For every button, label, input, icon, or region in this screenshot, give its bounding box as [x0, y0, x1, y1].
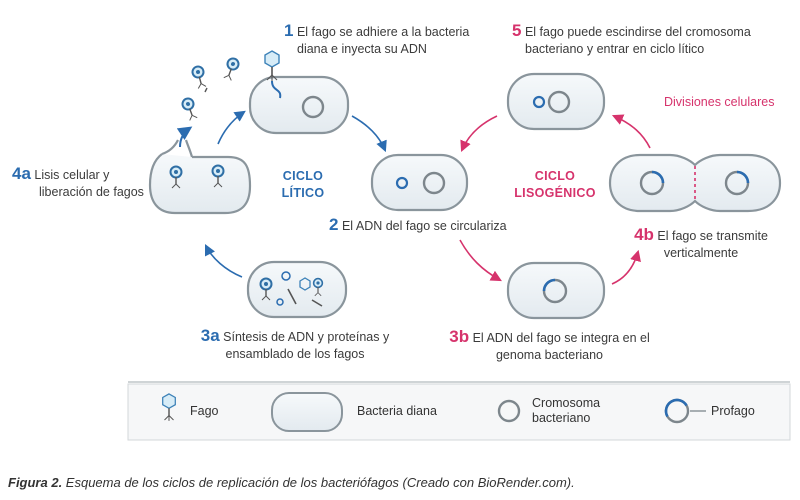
step3a-label: 3a Síntesis de ADN y proteínas y ensambl… — [200, 326, 390, 361]
divisions-label: Divisiones celulares — [664, 95, 775, 109]
legend-phage-label: Fago — [190, 404, 219, 418]
legend-chromosome-label: Cromosoma bacteriano — [532, 396, 601, 425]
lytic-arrows — [204, 110, 387, 278]
lysogenic-cycle-label: CICLO LISOGÉNICO — [514, 169, 596, 200]
legend-box — [127, 381, 791, 441]
step5-label: 5 El fago puede escindirse del cromosoma… — [512, 21, 751, 56]
step2-label: 2 El ADN del fago se circulariza — [329, 215, 507, 234]
caption-text: Esquema de los ciclos de replicación de … — [62, 475, 575, 490]
cell-step3a — [246, 260, 348, 319]
cell-step3b — [506, 261, 606, 320]
cell-step2 — [370, 153, 469, 212]
phage-icon — [179, 95, 200, 122]
legend-prophage-label: Profago — [711, 404, 755, 418]
figure-caption: Figura 2. Esquema de los ciclos de repli… — [8, 475, 575, 490]
step3b-label: 3b El ADN del fago se integra en el geno… — [449, 327, 650, 362]
phage-icon — [221, 55, 242, 82]
step1-label: 1 El fago se adhiere a la bacteria diana… — [284, 21, 470, 56]
step4b-label: 4b El fago se transmite verticalmente — [634, 225, 768, 260]
cell-dividing — [608, 153, 782, 213]
legend-bacteria-label: Bacteria diana — [357, 404, 437, 418]
lysogenic-arrows — [459, 114, 651, 285]
cell-step1 — [248, 50, 350, 135]
released-phages — [176, 55, 242, 148]
caption-label: Figura 2. — [8, 475, 63, 490]
lytic-cycle-label: CICLO LÍTICO — [281, 169, 325, 200]
cell-step5 — [506, 72, 606, 131]
step4a-label: 4a Lisis celular y liberación de fagos — [12, 164, 144, 199]
cell-step4a — [148, 139, 252, 215]
phage-icon — [190, 64, 209, 90]
